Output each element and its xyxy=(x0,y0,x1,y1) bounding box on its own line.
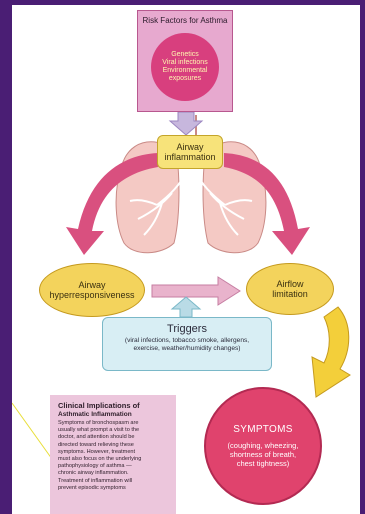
arrow-limitation-to-symptoms xyxy=(312,307,350,397)
risk-item: Environmental xyxy=(163,67,208,75)
airway-inflammation-box: Airway inflammation xyxy=(157,135,223,169)
clinical-title: Clinical Implications of xyxy=(58,401,170,410)
triggers-title: Triggers xyxy=(103,323,271,335)
airflow-limitation-ellipse: Airflow limitation xyxy=(246,263,334,315)
triggers-text: (viral infections, tobacco smoke, allerg… xyxy=(103,337,271,353)
risk-item: Viral infections xyxy=(162,59,207,67)
airflow-limitation-line2: limitation xyxy=(272,289,308,299)
arrow-triggers-up xyxy=(172,297,200,317)
clinical-body-line: directed toward relieving these xyxy=(58,442,170,449)
airway-inflammation-line2: inflammation xyxy=(164,152,215,162)
symptoms-line: (coughing, wheezing, xyxy=(228,441,299,450)
clinical-implications-box: Clinical Implications of Asthmatic Infla… xyxy=(50,395,176,514)
risk-item: exposures xyxy=(169,75,201,83)
symptoms-title: SYMPTOMS xyxy=(233,424,292,435)
clinical-body-line: symptoms. However, treatment xyxy=(58,449,170,456)
symptoms-line: chest tightness) xyxy=(228,459,299,468)
clinical-body-line: pathophysiology of asthma — xyxy=(58,463,170,470)
clinical-body: Symptoms of bronchospasm are usually wha… xyxy=(58,420,170,492)
symptoms-text: (coughing, wheezing, shortness of breath… xyxy=(228,441,299,468)
arrow-hyper-to-limitation xyxy=(152,277,240,305)
clinical-body-line: must also focus on the underlying xyxy=(58,456,170,463)
clinical-body-line: Symptoms of bronchospasm are xyxy=(58,420,170,427)
clinical-body-line: Treatment of inflammation will xyxy=(58,478,170,485)
clinical-body-line: prevent episodic symptoms xyxy=(58,485,170,492)
airway-inflammation-line1: Airway xyxy=(176,142,203,152)
symptoms-line: shortness of breath, xyxy=(228,450,299,459)
hyperresponsiveness-ellipse: Airway hyperresponsiveness xyxy=(39,263,145,317)
risk-item: Genetics xyxy=(171,51,199,59)
risk-factors-circle: Genetics Viral infections Environmental … xyxy=(151,33,219,101)
clinical-subtitle: Asthmatic Inflammation xyxy=(58,411,170,419)
risk-factors-title: Risk Factors for Asthma xyxy=(138,16,232,25)
clinical-body-line: doctor, and attention should be xyxy=(58,434,170,441)
arrow-risk-to-inflammation xyxy=(170,112,202,135)
airflow-limitation-line1: Airflow xyxy=(276,279,303,289)
triggers-box: Triggers (viral infections, tobacco smok… xyxy=(102,317,272,371)
triggers-text-line: (viral infections, tobacco smoke, allerg… xyxy=(103,337,271,345)
triggers-text-line: exercise, weather/humidity changes) xyxy=(103,345,271,353)
clinical-body-line: chronic airway inflammation. xyxy=(58,470,170,477)
clinical-body-line: usually what prompt a visit to the xyxy=(58,427,170,434)
diagram-panel: Risk Factors for Asthma Genetics Viral i… xyxy=(12,5,360,514)
hyperresponsiveness-line2: hyperresponsiveness xyxy=(49,290,134,300)
hyperresponsiveness-line1: Airway xyxy=(78,280,105,290)
risk-factors-box: Risk Factors for Asthma Genetics Viral i… xyxy=(137,10,233,112)
symptoms-circle: SYMPTOMS (coughing, wheezing, shortness … xyxy=(204,387,322,505)
